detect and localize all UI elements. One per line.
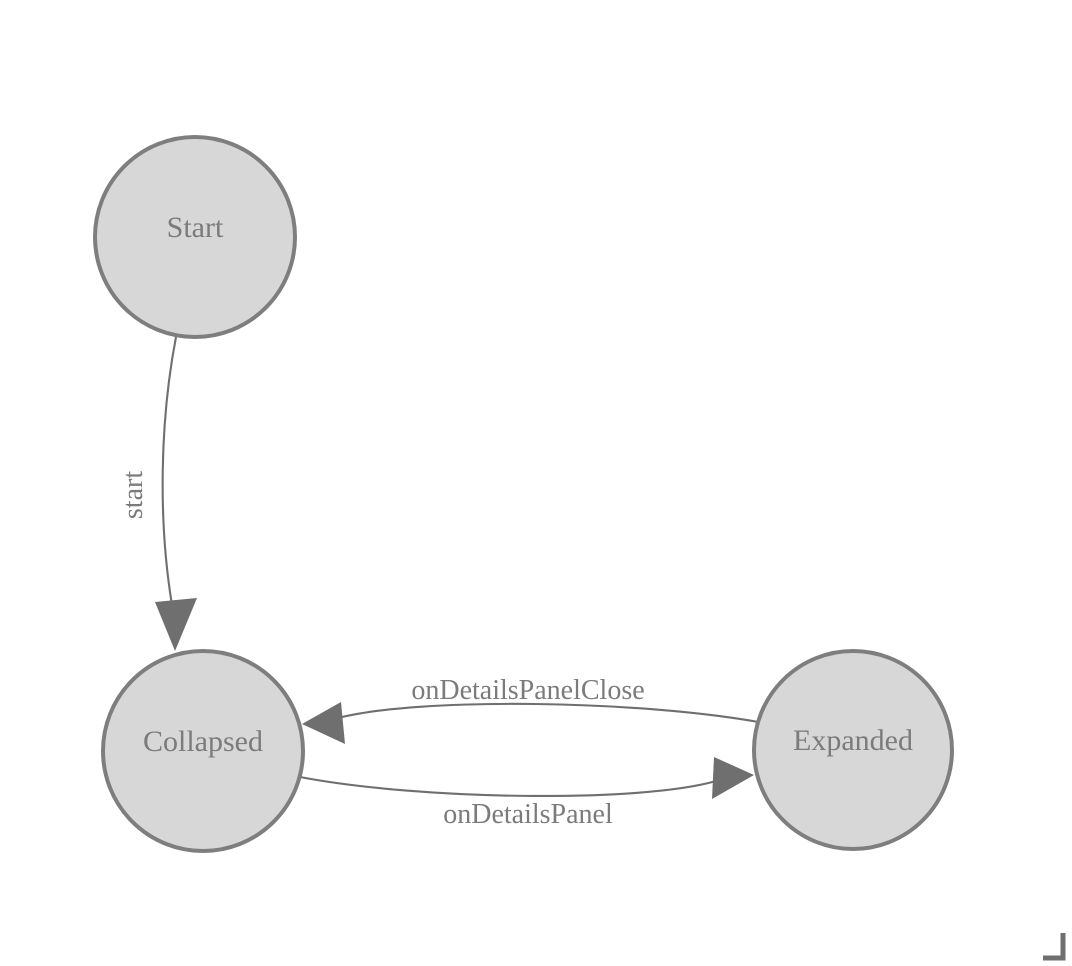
resize-corner-icon bbox=[1043, 933, 1066, 961]
state-node-collapsed[interactable]: Collapsed bbox=[101, 649, 305, 853]
edge-expanded-to-collapsed-arrowhead bbox=[302, 702, 345, 744]
edge-collapsed-to-expanded[interactable]: onDetailsPanel bbox=[299, 757, 754, 830]
state-node-expanded-circle bbox=[752, 649, 954, 851]
edge-start-to-collapsed-label: start bbox=[118, 471, 149, 519]
state-node-start[interactable]: Start bbox=[93, 135, 297, 339]
edge-expanded-to-collapsed-label: onDetailsPanelClose bbox=[411, 675, 644, 706]
resize-corner-handle[interactable] bbox=[1043, 933, 1066, 961]
edge-collapsed-to-expanded-label: onDetailsPanel bbox=[443, 799, 613, 830]
state-node-start-label: Start bbox=[167, 211, 224, 244]
edge-collapsed-to-expanded-path bbox=[299, 775, 717, 798]
edge-expanded-to-collapsed-path bbox=[337, 702, 765, 725]
edge-start-to-collapsed-path bbox=[161, 336, 178, 606]
edge-collapsed-to-expanded-arrowhead bbox=[712, 757, 754, 799]
state-node-collapsed-circle bbox=[101, 649, 305, 853]
state-node-collapsed-label: Collapsed bbox=[143, 725, 263, 758]
edge-start-to-collapsed-arrowhead bbox=[155, 598, 197, 651]
state-node-start-circle bbox=[93, 135, 297, 339]
edge-start-to-collapsed[interactable]: start bbox=[118, 336, 197, 651]
state-node-expanded[interactable]: Expanded bbox=[752, 649, 954, 851]
edge-expanded-to-collapsed[interactable]: onDetailsPanelClose bbox=[302, 675, 765, 744]
state-node-expanded-label: Expanded bbox=[793, 724, 913, 757]
